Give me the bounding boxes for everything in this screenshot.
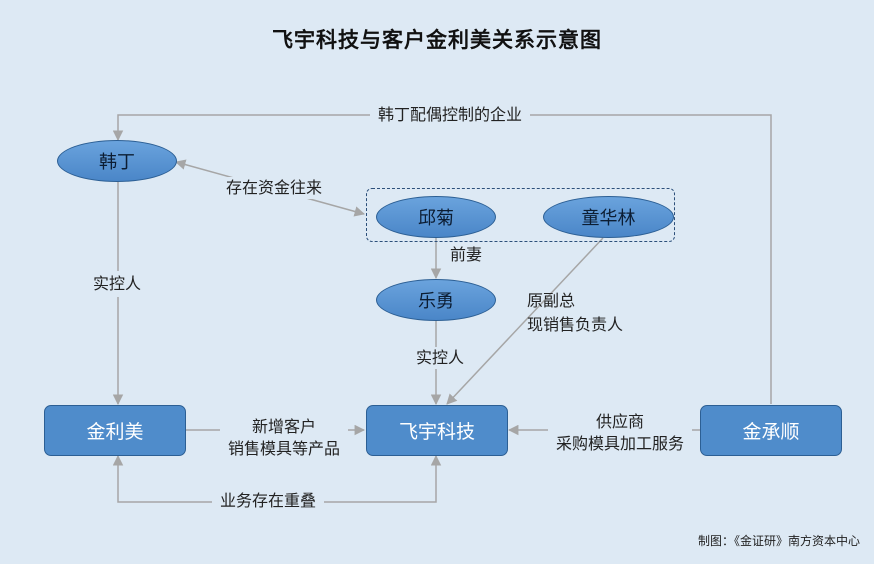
edge-label-new-customer-line1: 新增客户 (251, 417, 316, 436)
node-le-yong: 乐勇 (376, 279, 496, 321)
edge-label-new-customer-line2: 销售模具等产品 (227, 439, 340, 458)
edge-label-supplier-line1: 供应商 (595, 412, 644, 431)
diagram-title: 飞宇科技与客户金利美关系示意图 (272, 28, 602, 52)
edge-label-sales-head: 现销售负责人 (527, 315, 624, 334)
node-qiu-ju: 邱菊 (376, 196, 496, 238)
node-han-ding: 韩丁 (57, 140, 177, 182)
edge-label-supplier-line2: 采购模具加工服务 (555, 434, 684, 453)
edge-tonghualin-feiyu (446, 237, 604, 405)
edge-label-new-customer: 新增客户 销售模具等产品 (220, 416, 348, 460)
edge-label-business-overlap: 业务存在重叠 (212, 490, 325, 512)
node-jin-chengshun: 金承顺 (700, 405, 842, 456)
edge-label-supplier: 供应商 采购模具加工服务 (548, 411, 692, 455)
edge-label-former-vp: 原副总 (527, 291, 576, 310)
node-feiyu-tech: 飞宇科技 (366, 405, 508, 456)
node-jin-limei: 金利美 (44, 405, 186, 456)
source-credit: 制图：《金证研》南方资本中心 (697, 534, 860, 548)
ex-spouse-group-box (366, 188, 675, 242)
edge-label-ex-wife: 前妻 (450, 245, 483, 264)
edge-label-funds: 存在资金往来 (222, 177, 327, 199)
edge-label-controller-mid: 实控人 (410, 347, 471, 369)
node-tong-hualin: 童华林 (543, 196, 674, 238)
edge-label-handing-controls: 韩丁配偶控制的企业 (370, 104, 531, 126)
edge-label-controller-left: 实控人 (87, 271, 148, 297)
